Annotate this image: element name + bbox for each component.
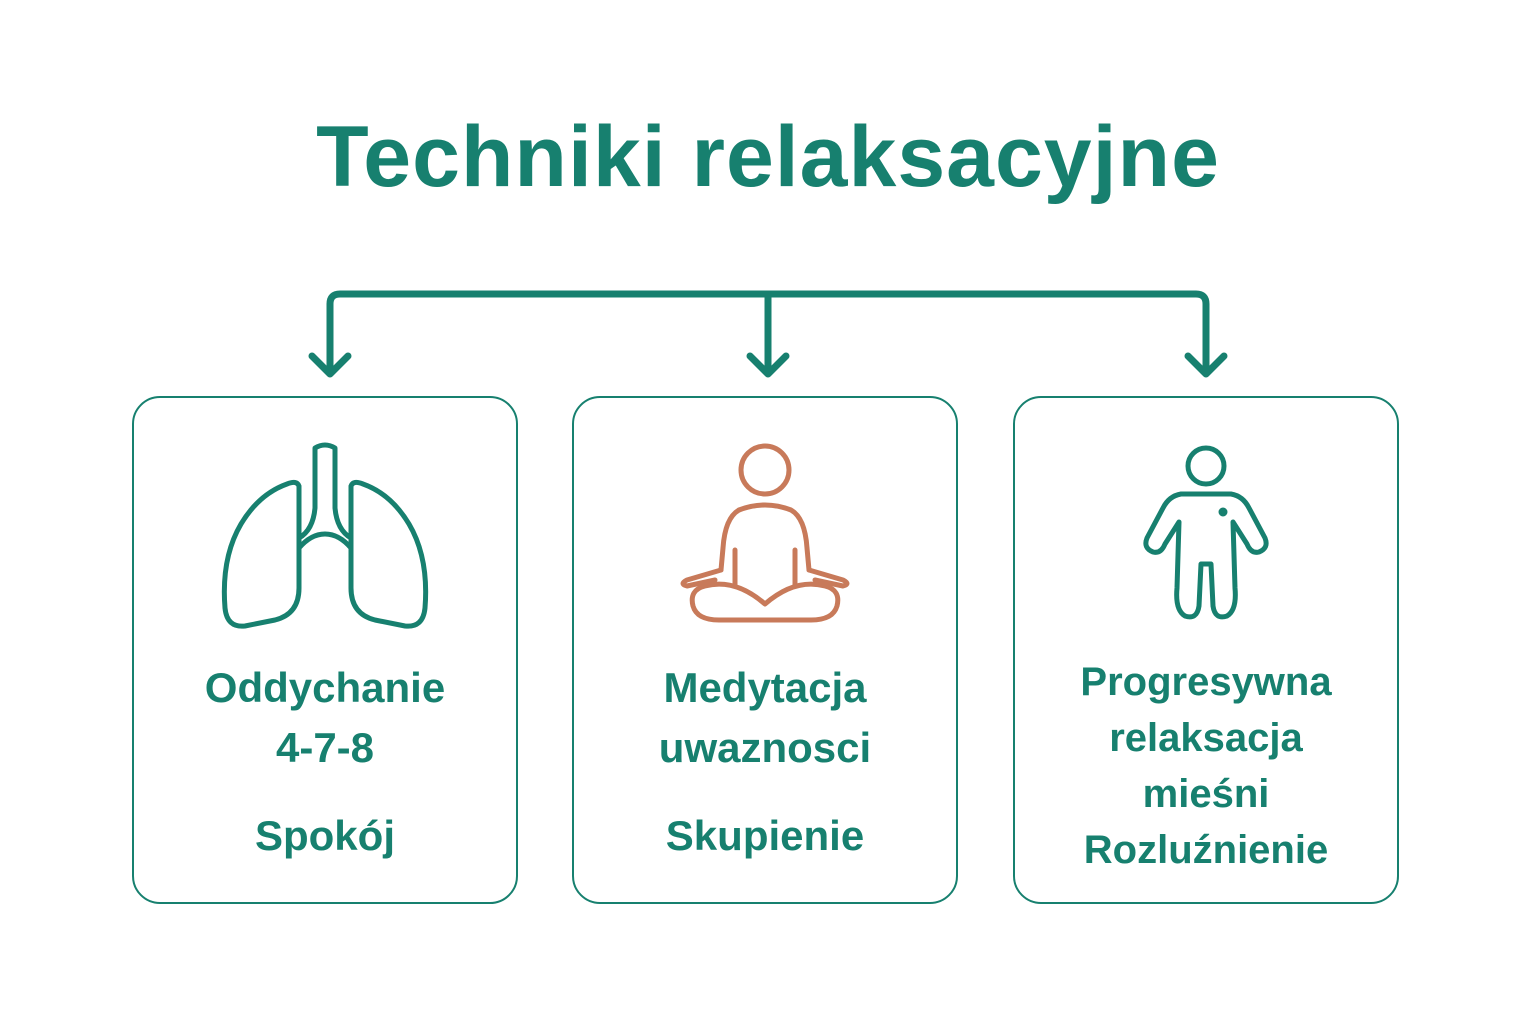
card-title-line: Oddychanie bbox=[204, 664, 446, 711]
human-figure-icon bbox=[1143, 445, 1269, 620]
arrowhead-center bbox=[746, 352, 790, 378]
card-effect-label: Spokój bbox=[254, 812, 395, 859]
lungs-icon bbox=[221, 442, 429, 629]
technique-card-muscle-relaxation: Progresywna relaksacja mieśni Rozluźnien… bbox=[1013, 396, 1399, 904]
meditation-icon bbox=[680, 443, 850, 623]
card-title-line: Medytacja bbox=[663, 664, 867, 711]
technique-card-meditation: Medytacja uwaznosci Skupienie bbox=[572, 396, 958, 904]
arrowhead-right bbox=[1184, 352, 1228, 378]
page-title: Techniki relaksacyjne bbox=[316, 109, 1220, 205]
card-title-line: uwaznosci bbox=[658, 724, 872, 771]
card-title-line: 4-7-8 bbox=[275, 724, 375, 771]
card-title-line: relaksacja bbox=[1109, 716, 1303, 760]
technique-card-breathing: Oddychanie 4-7-8 Spokój bbox=[132, 396, 518, 904]
card-effect-label: Rozluźnienie bbox=[1083, 828, 1329, 872]
card-title-line: mieśni bbox=[1142, 772, 1270, 816]
card-effect-label: Skupienie bbox=[665, 812, 865, 859]
card-title-line: Progresywna bbox=[1080, 660, 1332, 704]
arrowhead-left bbox=[308, 352, 352, 378]
